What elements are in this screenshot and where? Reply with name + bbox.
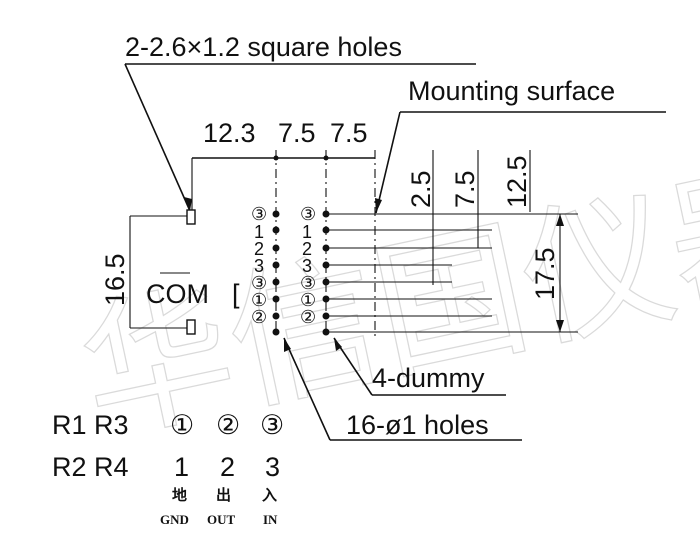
holes-leader xyxy=(283,337,331,441)
svg-text:③: ③ xyxy=(300,273,316,293)
square-holes-label: 2-2.6×1.2 square holes xyxy=(125,32,402,62)
legend-row2-label: R2 R4 xyxy=(52,452,129,482)
dummy-label: 4-dummy xyxy=(372,363,485,393)
svg-text:③: ③ xyxy=(251,204,267,224)
dim-17-5-label: 17.5 xyxy=(530,247,560,300)
pin-holes-right xyxy=(322,210,330,336)
pin-lines xyxy=(326,213,578,333)
mounting-surface-arrowhead xyxy=(375,198,382,213)
svg-text:②: ② xyxy=(300,307,316,327)
legend-row1-label: R1 R3 xyxy=(52,410,129,440)
vdim-17-5-arrow-bottom xyxy=(556,320,564,332)
legend-circled-2: ② xyxy=(216,410,240,440)
legend-circled-3: ③ xyxy=(260,410,284,440)
legend-number-3: 3 xyxy=(265,452,280,482)
svg-text:3: 3 xyxy=(302,256,312,276)
pin-labels-right: ③ 1 2 3 ③ ① ② xyxy=(300,204,316,327)
pin-labels-left: ③ 1 2 3 ③ ① ② xyxy=(251,204,267,327)
mounting-surface-leader xyxy=(375,111,401,214)
legend-number-2: 2 xyxy=(220,452,235,482)
legend-chinese-gnd: 地 xyxy=(172,486,187,504)
dim-7-5-label-b: 7.5 xyxy=(330,118,368,148)
com-bracket: [ xyxy=(232,279,240,309)
square-hole-top xyxy=(186,209,196,225)
svg-text:2: 2 xyxy=(302,239,312,259)
legend-english-out: OUT xyxy=(207,512,236,527)
dim-2-5-label: 2.5 xyxy=(406,170,436,208)
dim-7-5-label-a: 7.5 xyxy=(278,118,316,148)
dim-12-3-label: 12.3 xyxy=(203,118,256,148)
svg-text:1: 1 xyxy=(302,222,312,242)
svg-text:①: ① xyxy=(251,290,267,310)
svg-text:②: ② xyxy=(251,307,267,327)
square-holes-arrowhead xyxy=(184,197,192,211)
legend-number-1: 1 xyxy=(174,452,189,482)
legend-english-gnd: GND xyxy=(160,512,189,527)
svg-text:①: ① xyxy=(300,290,316,310)
svg-text:2: 2 xyxy=(254,239,264,259)
legend-chinese-in: 入 xyxy=(262,486,277,504)
square-holes-leader xyxy=(124,63,191,212)
legend-english-in: IN xyxy=(263,512,278,527)
holes-arrowhead xyxy=(284,338,291,352)
dummy-arrowhead xyxy=(334,338,342,351)
square-hole-bottom xyxy=(186,319,196,335)
dim-7-5-vertical-label: 7.5 xyxy=(450,170,480,208)
legend-circled-1: ① xyxy=(170,410,194,440)
dim-12-5-label: 12.5 xyxy=(502,155,532,208)
dim-16-5-label: 16.5 xyxy=(100,253,130,306)
svg-text:3: 3 xyxy=(254,256,264,276)
svg-text:③: ③ xyxy=(300,204,316,224)
svg-text:③: ③ xyxy=(251,273,267,293)
com-label: COM xyxy=(146,279,209,309)
pin-holes-left xyxy=(272,210,280,336)
vdim-17-5-arrow-top xyxy=(556,214,564,226)
holes-label: 16-ø1 holes xyxy=(346,410,489,440)
legend-chinese-out: 出 xyxy=(216,486,231,504)
mounting-surface-label: Mounting surface xyxy=(408,76,615,106)
svg-text:1: 1 xyxy=(254,222,264,242)
